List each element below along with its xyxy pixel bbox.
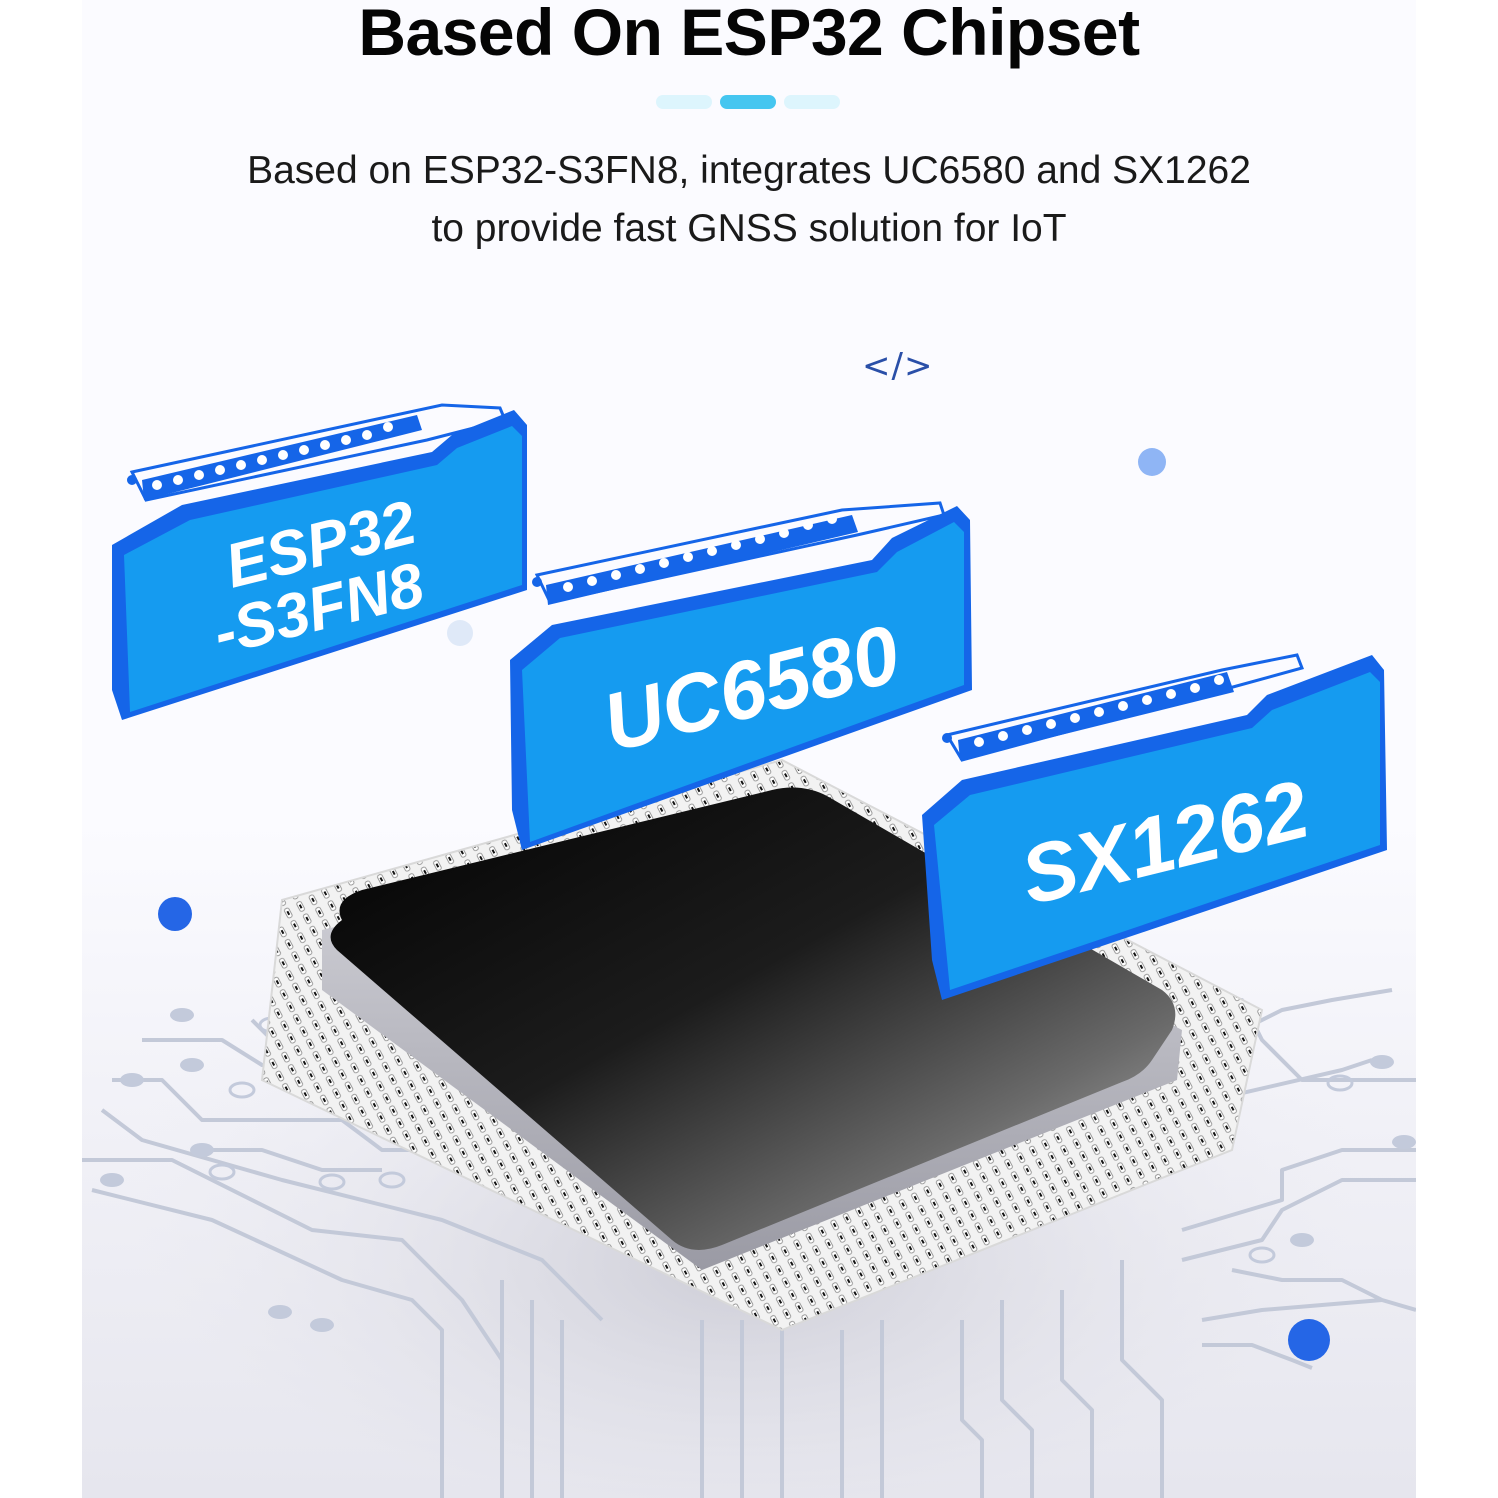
indicator-dash-1 <box>656 95 712 109</box>
decor-dot-blue-right <box>1288 1319 1330 1361</box>
slide-indicator <box>656 95 840 109</box>
page-title: Based On ESP32 Chipset <box>358 0 1140 69</box>
decor-dot-light-blue <box>1138 448 1166 476</box>
subtitle-line-2: to provide fast GNSS solution for IoT <box>431 207 1067 250</box>
uc6580-pin-dots <box>563 514 837 592</box>
subtitle-line-1: Based on ESP32-S3FN8, integrates UC6580 … <box>247 149 1251 192</box>
sx1262-pin-dots <box>974 675 1224 747</box>
subtitle: Based on ESP32-S3FN8, integrates UC6580 … <box>82 142 1416 258</box>
esp32-pin-dots <box>152 422 393 490</box>
code-brackets-icon: </> <box>862 346 934 386</box>
chipset-illustration: ESP32 -S3FN8 UC6580 <box>82 403 1416 1498</box>
indicator-dash-3 <box>784 95 840 109</box>
feature-panel: Based On ESP32 Chipset Based on ESP32-S3… <box>82 0 1416 1498</box>
indicator-dash-2-active <box>720 95 776 109</box>
decor-dot-pale <box>447 620 473 646</box>
decor-dot-blue-left <box>158 897 192 931</box>
chip-label-esp32: ESP32 -S3FN8 <box>112 403 527 720</box>
chip-label-sx1262: SX1262 <box>922 653 1387 1000</box>
